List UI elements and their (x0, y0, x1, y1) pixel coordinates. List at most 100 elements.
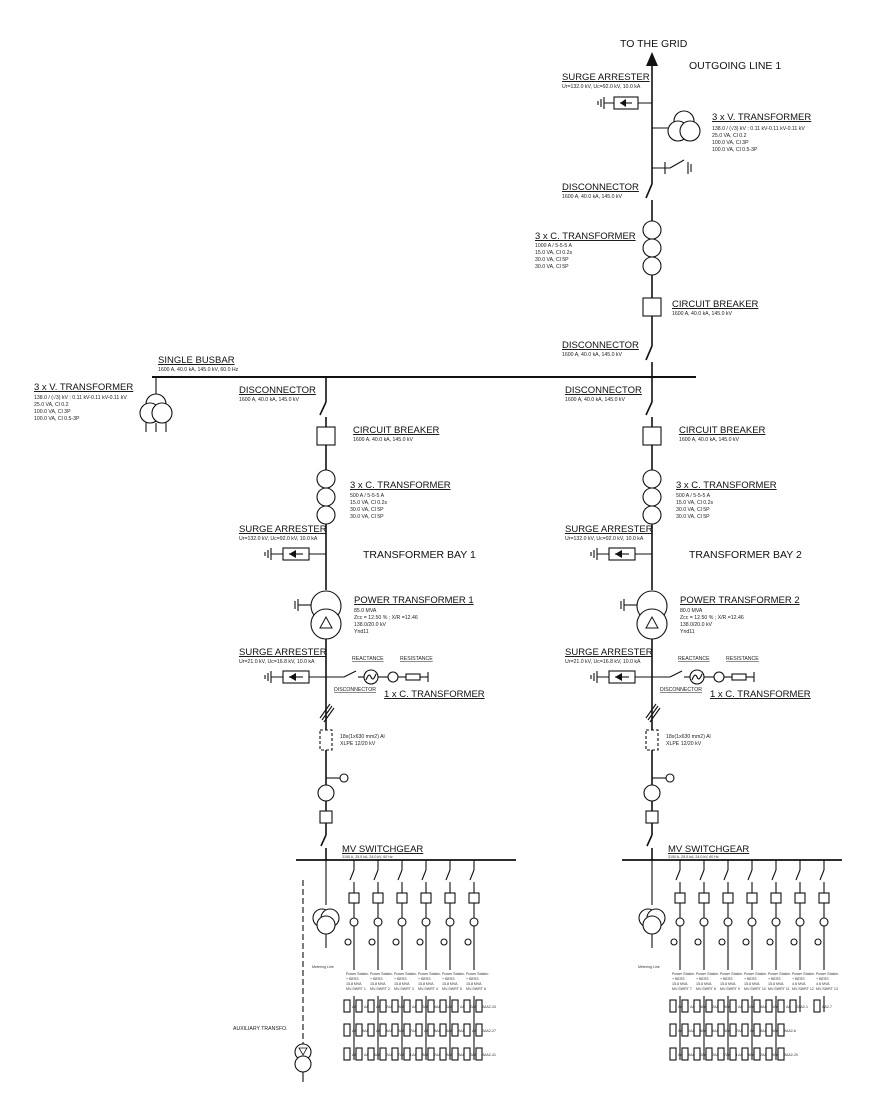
pv-block-icon (669, 999, 677, 1013)
bay-label: TRANSFORMER BAY 1 (363, 549, 476, 561)
pv-block-icon (367, 999, 375, 1013)
mv-switchgear-title: MV SWITCHGEAR (342, 844, 423, 855)
circuit-breaker-icon (698, 892, 710, 904)
feeder-label: 4.6 MVA (792, 982, 806, 986)
surge-arrester-icon (590, 547, 652, 561)
surge-arrester-title: SURGE ARRESTER (239, 647, 327, 658)
power-transformer-spec: 138.0/20.0 kV (354, 622, 387, 628)
feeder-label: MV-SWRT 13 (816, 987, 838, 991)
vt-spec: 100.0 VA, Cl 3P (34, 409, 71, 415)
voltage-transformer-icon (652, 110, 701, 142)
feeder-label: MV-SWRT 8 (696, 987, 716, 991)
feeder-label: MV-SWRT 6 (466, 987, 486, 991)
pv-block-icon (475, 1047, 483, 1061)
feeder-label: + BESS (672, 977, 685, 981)
bay-label: TRANSFORMER BAY 2 (689, 549, 802, 561)
feeder-label: + BESS (370, 977, 383, 981)
feeder-label: 15.8 MVA (394, 982, 410, 986)
ct-spec: 15.0 VA, Cl 0.2s (350, 500, 388, 506)
feeder-label: Power Station (816, 972, 838, 976)
ct-spec: 30.0 VA, Cl 5P (535, 264, 569, 270)
pv-block-icon (681, 1047, 689, 1061)
pv-block-icon (391, 999, 399, 1013)
cable-icon (645, 729, 659, 751)
feeder-label: 15.8 MVA (720, 982, 736, 986)
pv-block-icon (705, 1047, 713, 1061)
ct-icon (699, 917, 709, 927)
pv-block-icon (439, 999, 447, 1013)
disconnector-icon (645, 401, 653, 427)
auxiliary-transformer: AUXILIARY TRANSFO. (233, 880, 312, 1082)
surge-arrester-spec: Ur=132.0 kV, Uc=92.0 kV, 10.0 kA (239, 536, 318, 542)
feeder-label: 15.8 MVA (696, 982, 712, 986)
ct-icon (643, 784, 661, 802)
disconnector-icon (319, 401, 327, 427)
breaker-spec: 1600 A, 40.0 kA, 145.0 kV (353, 437, 414, 443)
disconnector-spec: 1600 A, 40.0 kA, 145.0 kV (562, 352, 623, 358)
pv-block-icon (451, 1047, 459, 1061)
surge-arrester-spec: Ur=132.0 kV, Uc=92.0 kV, 10.0 kA (565, 536, 644, 542)
pv-block-icon (777, 1023, 785, 1037)
cable-spec: 18x(1x630 mm2) Al (666, 734, 711, 740)
power-transformer-spec: 138.0/20.0 kV (680, 622, 713, 628)
ct-icon (713, 671, 725, 683)
vt-title: 3 x V. TRANSFORMER (34, 382, 133, 393)
surge-arrester-icon (597, 96, 652, 110)
metering-line-label: Metering Line (638, 965, 660, 969)
feeder-label: + BESS (394, 977, 407, 981)
pv-block-icon (463, 999, 471, 1013)
ct-icon (747, 917, 757, 927)
pv-block-icon (343, 1023, 351, 1037)
feeder-label: Power Station (418, 972, 440, 976)
ct-spec: 30.0 VA, Cl 5P (535, 257, 569, 263)
surge-arrester-title: SURGE ARRESTER (565, 524, 653, 535)
to-grid-label: TO THE GRID (620, 38, 688, 50)
feeder-label: MV-SWRT 4 (418, 987, 438, 991)
feeder-label: + BESS (442, 977, 455, 981)
feeder-label: Power Station (696, 972, 718, 976)
feeder-label: 15.8 MVA (768, 982, 784, 986)
circuit-breaker-icon (319, 810, 333, 824)
pv-block-icon (379, 1023, 387, 1037)
cable-icon (319, 729, 333, 751)
ct-icon (819, 917, 829, 927)
feeder-label: + BESS (466, 977, 479, 981)
disconnector-title: DISCONNECTOR (562, 340, 639, 351)
pv-block-label: AA2-41 (484, 1053, 496, 1057)
pv-block-icon (717, 1047, 725, 1061)
ct-icon (317, 784, 335, 802)
vt-spec: 100.0 VA, Cl 3P (712, 140, 749, 146)
feeder-label: + BESS (768, 977, 781, 981)
disconnector-spec: 1600 A, 40.0 kA, 145.0 kV (565, 397, 626, 403)
pv-block-label: AA2-1 (798, 1005, 808, 1009)
pv-block-icon (777, 1047, 785, 1061)
cable-spec: XLPE 12/20 kV (666, 741, 702, 747)
feeder-label: + BESS (720, 977, 733, 981)
pv-block-icon (705, 1023, 713, 1037)
pv-block-icon (403, 1047, 411, 1061)
ct-icon (771, 917, 781, 927)
pv-block-icon (705, 999, 713, 1013)
disconnector-title: DISCONNECTOR (239, 385, 316, 396)
breaker-spec: 1600 A, 40.0 kA, 145.0 kV (672, 311, 733, 317)
surge-arrester-spec: Ur=132.0 kV, Uc=92.0 kV, 10.0 kA (562, 84, 641, 90)
power-transformer-spec: Ynd11 (354, 629, 369, 635)
outgoing-line: TO THE GRID OUTGOING LINE 1 SURGE ARREST… (535, 38, 811, 377)
ct-spec: 15.0 VA, Cl 0.2s (535, 250, 573, 256)
pv-block-label: AA2-27 (484, 1029, 496, 1033)
pv-block-icon (343, 1047, 351, 1061)
pv-block-icon (379, 999, 387, 1013)
pv-block-icon (343, 999, 351, 1013)
pv-block-icon (753, 1023, 761, 1037)
metering-line-label: Metering Line (312, 965, 334, 969)
ct-title: 3 x C. TRANSFORMER (535, 231, 636, 242)
feeder-label: Power Station (466, 972, 488, 976)
feeder-label: 15.8 MVA (466, 982, 482, 986)
pv-block-icon (451, 999, 459, 1013)
ct-icon (397, 917, 407, 927)
